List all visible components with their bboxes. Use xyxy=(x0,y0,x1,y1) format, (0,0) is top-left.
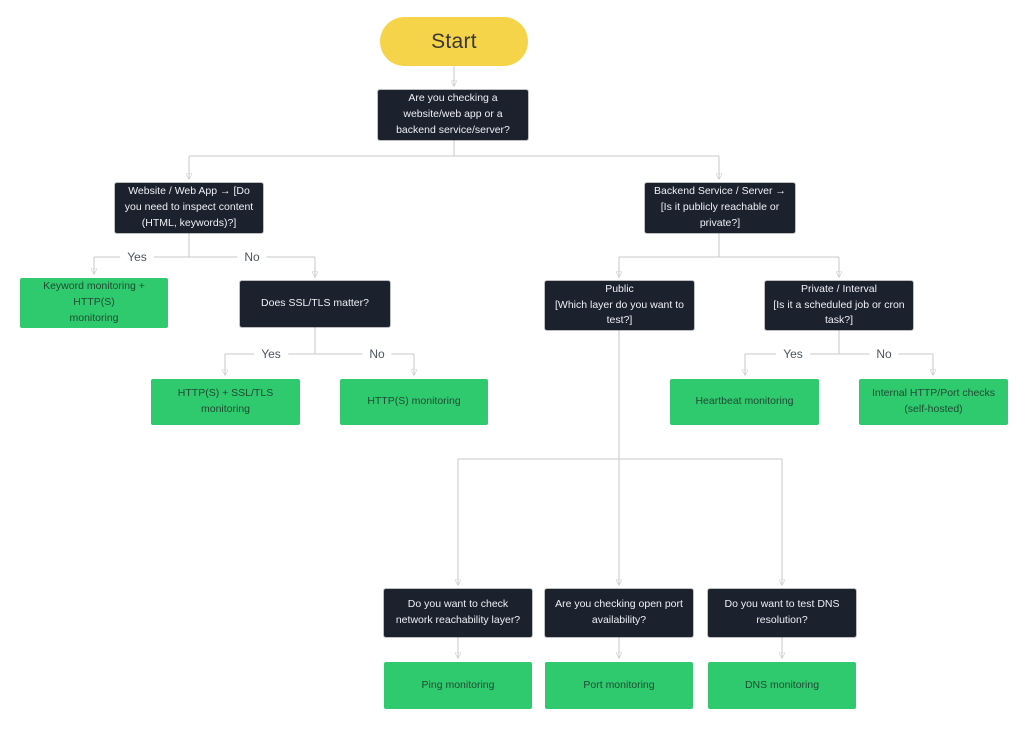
node-ssl-question: Does SSL/TLS matter? xyxy=(240,281,390,327)
node-start: Start xyxy=(380,17,528,66)
edge-label-ssl-yes: Yes xyxy=(254,346,288,362)
node-port-question: Are you checking open port availability? xyxy=(545,589,693,637)
node-heartbeat-result: Heartbeat monitoring xyxy=(670,379,819,425)
node-website-branch-label: Website / Web App → [Do you need to insp… xyxy=(124,185,254,229)
edge-label-website-yes: Yes xyxy=(120,249,154,265)
node-ping-result: Ping monitoring xyxy=(384,662,532,709)
edge-label-website-no: No xyxy=(237,249,267,265)
node-root-question: Are you checking a website/web app or a … xyxy=(378,90,528,140)
node-keyword-result: Keyword monitoring + HTTP(S) monitoring xyxy=(20,278,168,328)
edge-label-ssl-no: No xyxy=(362,346,392,362)
node-heartbeat-result-label: Heartbeat monitoring xyxy=(695,395,794,408)
node-ssl-result: HTTP(S) + SSL/TLS monitoring xyxy=(151,379,300,425)
edge-label-private-no: No xyxy=(869,346,899,362)
node-ssl-result-label: HTTP(S) + SSL/TLS monitoring xyxy=(177,387,274,415)
node-http-result-label: HTTP(S) monitoring xyxy=(367,395,461,408)
node-dns-question-label: Do you want to test DNS resolution? xyxy=(724,598,840,626)
node-website-branch: Website / Web App → [Do you need to insp… xyxy=(115,183,263,233)
node-ping-question-label: Do you want to check network reachabilit… xyxy=(395,598,521,626)
node-root-question-label: Are you checking a website/web app or a … xyxy=(396,92,510,136)
node-dns-result: DNS monitoring xyxy=(708,662,856,709)
edge-label-private-yes: Yes xyxy=(776,346,810,362)
node-start-label: Start xyxy=(431,29,477,53)
node-private-branch: Private / Interval [Is it a scheduled jo… xyxy=(765,281,913,330)
node-internal-result-label: Internal HTTP/Port checks (self-hosted) xyxy=(871,387,996,415)
node-keyword-result-label: Keyword monitoring + HTTP(S) monitoring xyxy=(43,280,145,324)
node-http-result: HTTP(S) monitoring xyxy=(340,379,488,425)
node-ping-question: Do you want to check network reachabilit… xyxy=(384,589,532,637)
node-internal-result: Internal HTTP/Port checks (self-hosted) xyxy=(859,379,1008,425)
node-port-question-label: Are you checking open port availability? xyxy=(555,598,683,626)
node-port-result-label: Port monitoring xyxy=(583,678,655,691)
node-ssl-question-label: Does SSL/TLS matter? xyxy=(261,297,369,310)
node-port-result: Port monitoring xyxy=(545,662,693,709)
node-private-branch-label: Private / Interval [Is it a scheduled jo… xyxy=(773,282,905,327)
node-public-branch-label: Public [Which layer do you want to test?… xyxy=(555,282,684,327)
node-backend-branch-label: Backend Service / Server → [Is it public… xyxy=(654,185,786,229)
node-public-branch: Public [Which layer do you want to test?… xyxy=(545,281,694,330)
node-dns-result-label: DNS monitoring xyxy=(744,678,820,691)
node-ping-result-label: Ping monitoring xyxy=(421,678,495,691)
node-backend-branch: Backend Service / Server → [Is it public… xyxy=(645,183,795,233)
node-dns-question: Do you want to test DNS resolution? xyxy=(708,589,856,637)
